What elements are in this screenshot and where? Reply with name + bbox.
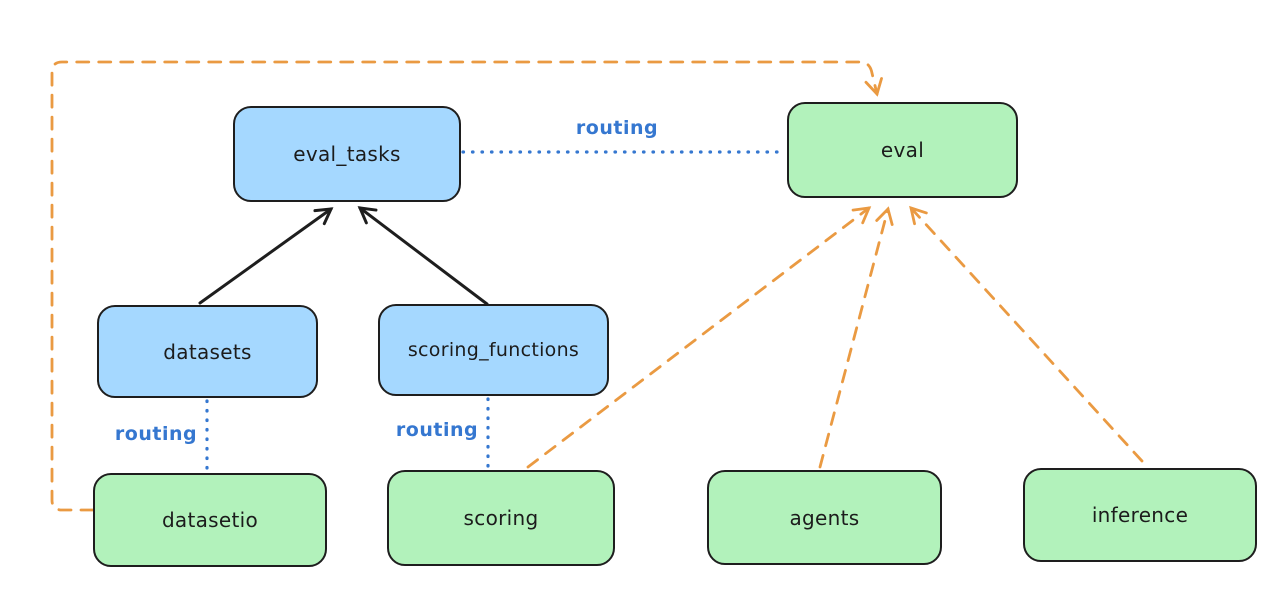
node-datasets: datasets — [97, 305, 318, 398]
node-eval-tasks: eval_tasks — [233, 106, 461, 202]
node-agents-label: agents — [789, 505, 860, 530]
edge-datasets-to-eval-tasks — [198, 207, 334, 305]
node-agents: agents — [707, 470, 942, 565]
node-scoring-functions-label: scoring_functions — [407, 339, 580, 361]
edge-label-routing-eval-tasks-eval: routing — [575, 117, 659, 139]
edge-agents-to-eval — [818, 206, 894, 469]
node-eval-tasks-label: eval_tasks — [293, 142, 401, 166]
node-scoring: scoring — [387, 470, 615, 566]
node-datasetio: datasetio — [93, 473, 327, 567]
node-scoring-label: scoring — [463, 506, 539, 530]
node-datasetio-label: datasetio — [161, 508, 259, 532]
node-eval: eval — [787, 102, 1018, 198]
node-scoring-functions: scoring_functions — [378, 304, 609, 396]
edge-scoring-functions-to-eval-tasks — [357, 206, 489, 306]
edge-inference-to-eval — [909, 205, 1144, 463]
node-inference-label: inference — [1091, 503, 1189, 527]
node-eval-label: eval — [880, 138, 925, 162]
edge-label-routing-scoring-functions-scoring: routing — [395, 419, 479, 441]
edge-label-routing-datasets-datasetio: routing — [114, 423, 198, 445]
node-inference: inference — [1023, 468, 1257, 562]
node-datasets-label: datasets — [163, 339, 252, 364]
